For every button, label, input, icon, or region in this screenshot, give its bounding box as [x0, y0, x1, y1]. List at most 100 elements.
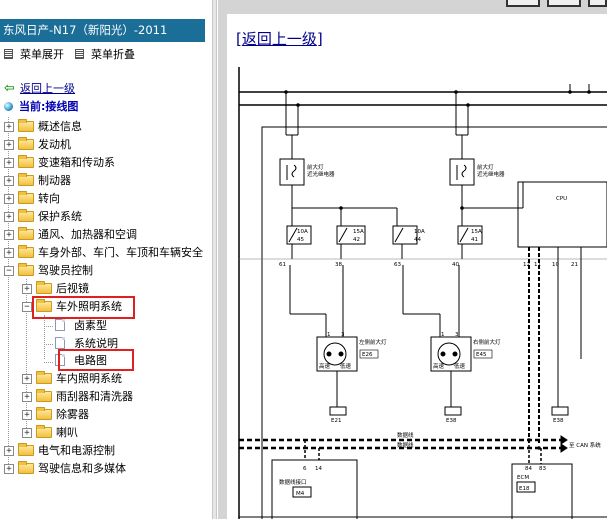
- tree-connector: [8, 117, 9, 468]
- tree-item-protection[interactable]: + 保护系统: [0, 208, 210, 225]
- collapse-toggle-icon[interactable]: −: [4, 266, 14, 276]
- tree-item-horn[interactable]: + 喇叭: [0, 424, 210, 441]
- tree-item-body-exterior[interactable]: + 车身外部、车门、车顶和车辆安全: [0, 244, 210, 261]
- folder-open-icon: [36, 299, 52, 312]
- pin-number: 40: [452, 262, 459, 268]
- fuse-number: 45: [297, 237, 304, 243]
- navigation-pane: 东风日产-N17（新阳光）-2011 菜单展开 菜单折叠 ⇦返回上一级 当前:接…: [0, 0, 212, 519]
- tree-item-overview[interactable]: + 概述信息: [0, 118, 210, 135]
- folder-icon: [18, 137, 34, 150]
- pin-number: 3: [341, 332, 345, 338]
- tree-item-label: 喇叭: [56, 426, 78, 439]
- content-back-link-label: 返回上一级: [241, 30, 317, 48]
- content-pane: [返回上一级]: [227, 14, 607, 519]
- expand-toggle-icon[interactable]: +: [4, 158, 14, 168]
- dlc-label: 数据线接口: [279, 478, 307, 486]
- expand-toggle-icon[interactable]: +: [4, 230, 14, 240]
- collapse-toggle-icon[interactable]: −: [22, 302, 32, 312]
- tree-item-interior-lighting[interactable]: + 车内照明系统: [0, 370, 210, 387]
- data-line-label: 数据线: [397, 441, 414, 449]
- content-top-toolbar: [218, 0, 607, 14]
- tree-item-steering[interactable]: + 转向: [0, 190, 210, 207]
- pin-number: 61: [279, 262, 286, 268]
- tree-item-label: 转向: [38, 192, 60, 205]
- tree-connector: [44, 362, 53, 363]
- expand-toggle-icon[interactable]: +: [22, 410, 32, 420]
- tree-connector: [26, 279, 27, 434]
- pin-number: 84: [525, 466, 532, 472]
- pin-number: 38: [335, 262, 342, 268]
- bracket-close: ]: [316, 30, 323, 48]
- tree-item-label: 系统说明: [74, 337, 118, 350]
- expand-toggle-icon[interactable]: +: [22, 284, 32, 294]
- expand-toggle-icon[interactable]: +: [4, 464, 14, 474]
- pin-number: 83: [539, 466, 546, 472]
- ground-code: E38: [446, 418, 457, 424]
- tree-item-driver-info-multimedia[interactable]: + 驾驶信息和多媒体: [0, 460, 210, 477]
- tree-item-transmission[interactable]: + 变速箱和传动系: [0, 154, 210, 171]
- tree-item-driver-controls[interactable]: − 驾驶员控制: [0, 262, 210, 279]
- tree-item-defogger[interactable]: + 除雾器: [0, 406, 210, 423]
- ground-code: E21: [331, 418, 341, 424]
- back-nav-link[interactable]: ⇦返回上一级: [4, 81, 75, 97]
- content-back-link[interactable]: [返回上一级]: [236, 28, 323, 49]
- expand-toggle-icon[interactable]: +: [22, 428, 32, 438]
- expand-toggle-icon[interactable]: +: [22, 374, 32, 384]
- expand-menu-label: 菜单展开: [20, 48, 64, 61]
- tree-item-label: 车外照明系统: [56, 300, 122, 313]
- frame-splitter[interactable]: [212, 0, 217, 519]
- tree-item-brakes[interactable]: + 制动器: [0, 172, 210, 189]
- folder-icon: [36, 281, 52, 294]
- window-title: 东风日产-N17（新阳光）-2011: [0, 19, 205, 42]
- document-icon: [55, 337, 65, 349]
- pin-number: 1: [441, 332, 445, 338]
- can-system-label: 至 CAN 系统: [569, 441, 601, 449]
- fuse-number: 42: [353, 237, 360, 243]
- lamp-code: E26: [362, 352, 373, 358]
- toolbar-button[interactable]: [547, 0, 581, 7]
- pin-number: 1: [327, 332, 331, 338]
- toolbar-button[interactable]: [506, 0, 540, 7]
- content-frame-border: [218, 0, 227, 519]
- tree-item-label: 后视镜: [56, 282, 89, 295]
- tree-item-label: 驾驶信息和多媒体: [38, 462, 126, 475]
- expand-toggle-icon[interactable]: +: [4, 176, 14, 186]
- tree-item-exterior-lighting[interactable]: − 车外照明系统: [0, 298, 210, 315]
- location-pin-icon: [4, 102, 13, 111]
- folder-icon: [18, 191, 34, 204]
- tree-item-engine[interactable]: + 发动机: [0, 136, 210, 153]
- expand-toggle-icon[interactable]: +: [4, 212, 14, 222]
- document-icon: [55, 354, 65, 366]
- tree-item-system-description[interactable]: 系统说明: [0, 335, 210, 352]
- tree-item-wipers[interactable]: + 雨刮器和清洗器: [0, 388, 210, 405]
- folder-open-icon: [18, 263, 34, 276]
- headlamp-circuit-diagram: 前大灯 近光继电器 前大灯 近光继电器 CPU 10A 45 15A 42 10…: [238, 67, 607, 519]
- expand-toggle-icon[interactable]: +: [4, 248, 14, 258]
- back-nav-label: 返回上一级: [20, 82, 75, 95]
- folder-icon: [36, 407, 52, 420]
- fuse-amp: 15A: [471, 229, 482, 235]
- fuse-amp: 10A: [414, 229, 425, 235]
- folder-icon: [18, 173, 34, 186]
- expand-menu-button[interactable]: 菜单展开: [4, 47, 64, 63]
- collapse-menu-button[interactable]: 菜单折叠: [75, 47, 135, 63]
- tree-item-mirrors[interactable]: + 后视镜: [0, 280, 210, 297]
- expand-icon: [4, 49, 13, 59]
- tree-item-label: 除雾器: [56, 408, 89, 421]
- expand-toggle-icon[interactable]: +: [4, 140, 14, 150]
- tree-connector: [44, 315, 45, 359]
- folder-icon: [36, 425, 52, 438]
- tree-item-electrical-power[interactable]: + 电气和电源控制: [0, 442, 210, 459]
- expand-toggle-icon[interactable]: +: [22, 392, 32, 402]
- fuse-amp: 10A: [297, 229, 308, 235]
- expand-toggle-icon[interactable]: +: [4, 122, 14, 132]
- lamp-label: 左侧前大灯: [359, 338, 387, 346]
- tree-item-circuit-diagram[interactable]: 电路图: [0, 352, 210, 369]
- tree-item-halogen[interactable]: 卤素型: [0, 317, 210, 334]
- beam-label: 低速: [340, 362, 352, 370]
- tree-item-hvac[interactable]: + 通风、加热器和空调: [0, 226, 210, 243]
- expand-toggle-icon[interactable]: +: [4, 194, 14, 204]
- expand-toggle-icon[interactable]: +: [4, 446, 14, 456]
- tree-item-label: 电气和电源控制: [38, 444, 115, 457]
- toolbar-button[interactable]: [588, 0, 607, 7]
